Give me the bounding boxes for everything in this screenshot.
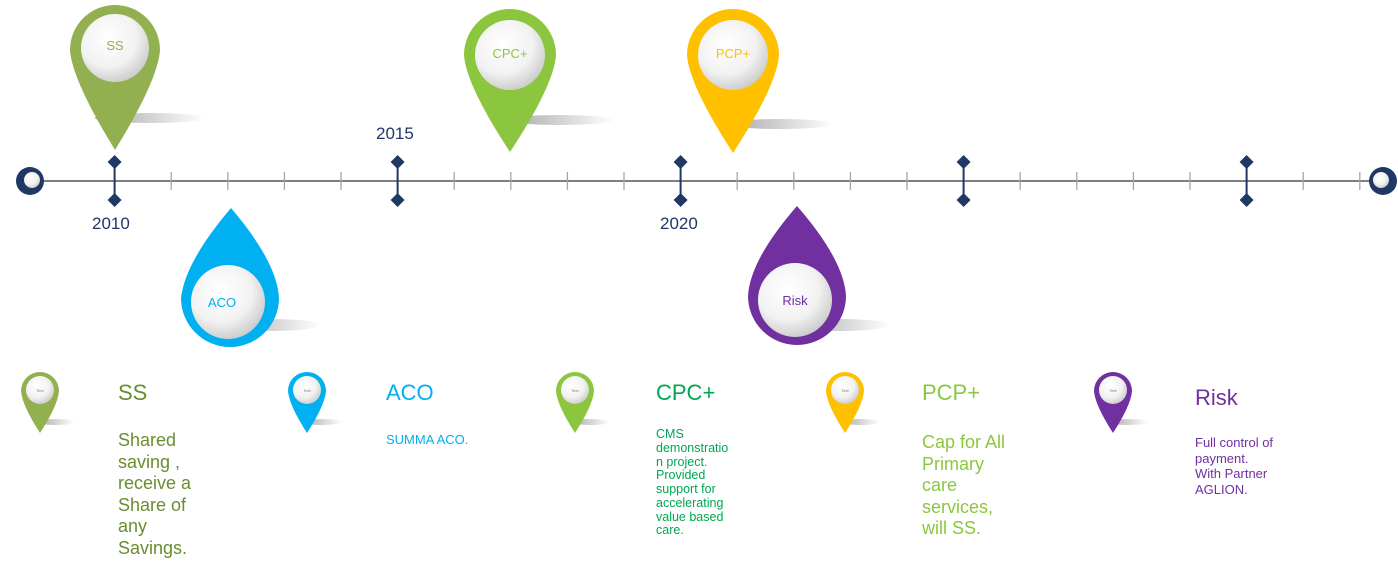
pin-ss (70, 5, 205, 150)
axis-marker (390, 155, 405, 207)
legend-title-ss: SS (118, 380, 148, 405)
legend-title-pcp: PCP+ (922, 380, 981, 405)
legend-mini-text-ss: Text (36, 388, 44, 393)
pin-label-cpc: CPC+ (492, 46, 528, 61)
pin-label-aco: ACO (207, 295, 237, 310)
axis-marker (673, 155, 688, 207)
timeline-end-cap-inner (1373, 172, 1389, 188)
legend-desc-aco: SUMMA ACO. (386, 432, 469, 447)
pin-aco (180, 208, 320, 348)
axis-markers (107, 155, 1254, 207)
legend-desc-risk: Full control of payment. With Partner AG… (1195, 435, 1274, 497)
pin-label-ss: SS (106, 38, 124, 53)
legend-pin-pcp (826, 372, 880, 433)
legend-pin-risk (1094, 372, 1148, 433)
pin-label-pcp: PCP+ (715, 46, 751, 61)
legend-mini-text-cpc: Text (571, 388, 579, 393)
axis-ticks (170, 172, 1361, 190)
legend-mini-text-aco: Text (303, 388, 311, 393)
legend-title-cpc: CPC+ (656, 380, 716, 405)
pin-label-risk: Risk (782, 293, 808, 308)
legend-desc-pcp: Cap for All Primary care services, will … (922, 432, 1006, 539)
axis-marker (956, 155, 971, 207)
legend-mini-text-pcp: Text (841, 388, 849, 393)
axis-marker (107, 155, 122, 207)
pin-risk (748, 206, 890, 345)
year-2010: 2010 (92, 214, 130, 233)
legend-pin-cpc (556, 372, 610, 433)
legend-title-aco: ACO (386, 380, 434, 405)
legend-mini-text-risk: Text (1109, 388, 1117, 393)
pin-cpc (464, 9, 615, 152)
legend-desc-cpc: CMS demonstratio n project. Provided sup… (656, 427, 729, 538)
legend-pin-ss (21, 372, 75, 433)
timeline-start-cap-inner (24, 172, 40, 188)
pin-pcp (686, 8, 835, 154)
legend-title-risk: Risk (1195, 385, 1238, 410)
year-2015: 2015 (376, 124, 414, 143)
legend-desc-ss: Shared saving , receive a Share of any S… (118, 430, 192, 558)
year-2020: 2020 (660, 214, 698, 233)
legend-pin-aco (288, 371, 342, 433)
axis-marker (1239, 155, 1254, 207)
